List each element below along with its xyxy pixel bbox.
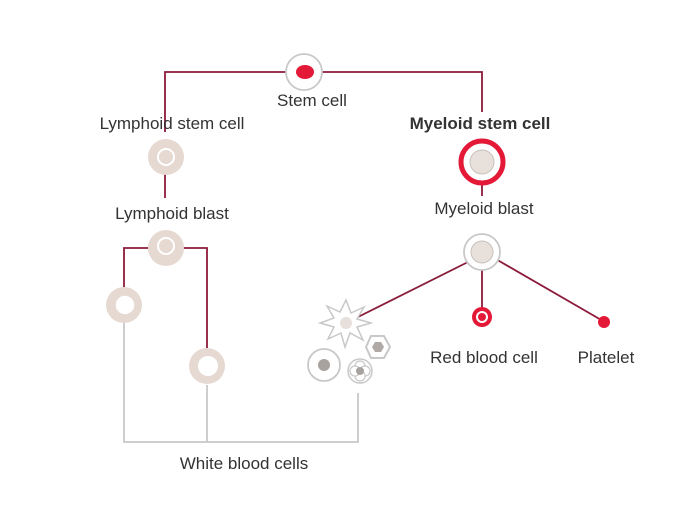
stem-cell-branch-line xyxy=(164,71,483,132)
myeloid-blast-icon xyxy=(463,233,501,271)
platelet-icon xyxy=(598,316,610,328)
lymphoid-blast-icon xyxy=(148,230,184,266)
white-blood-cells-label: White blood cells xyxy=(180,454,309,473)
myeloid-to-white-line xyxy=(347,255,481,323)
lymphoid-blast-label: Lymphoid blast xyxy=(115,204,229,223)
lymphoid-stem-cell-icon xyxy=(148,139,184,175)
myeloid-to-platelet-line xyxy=(493,257,604,322)
lymphoid-stem-cell-label: Lymphoid stem cell xyxy=(100,114,245,133)
myeloid-stem-cell-icon xyxy=(458,138,506,186)
myeloid-blast-label: Myeloid blast xyxy=(434,199,533,218)
red-blood-cell-icon xyxy=(472,307,492,327)
lymphocyte-cell-icon xyxy=(189,348,225,384)
monocyte-cell-icon xyxy=(307,348,341,382)
stem-cell-label: Stem cell xyxy=(277,91,347,110)
stem-cell-icon xyxy=(285,53,323,91)
lymphocyte-cell-icon xyxy=(106,287,142,323)
myeloid-stem-cell-label: Myeloid stem cell xyxy=(410,114,551,133)
platelet-label: Platelet xyxy=(578,348,635,367)
red-blood-cell-label: Red blood cell xyxy=(430,348,538,367)
white-blood-cells-bracket xyxy=(123,322,359,443)
granulocyte-flower-icon xyxy=(347,358,373,384)
hexagon-cell-icon xyxy=(364,335,392,359)
macrophage-star-icon xyxy=(317,298,374,350)
